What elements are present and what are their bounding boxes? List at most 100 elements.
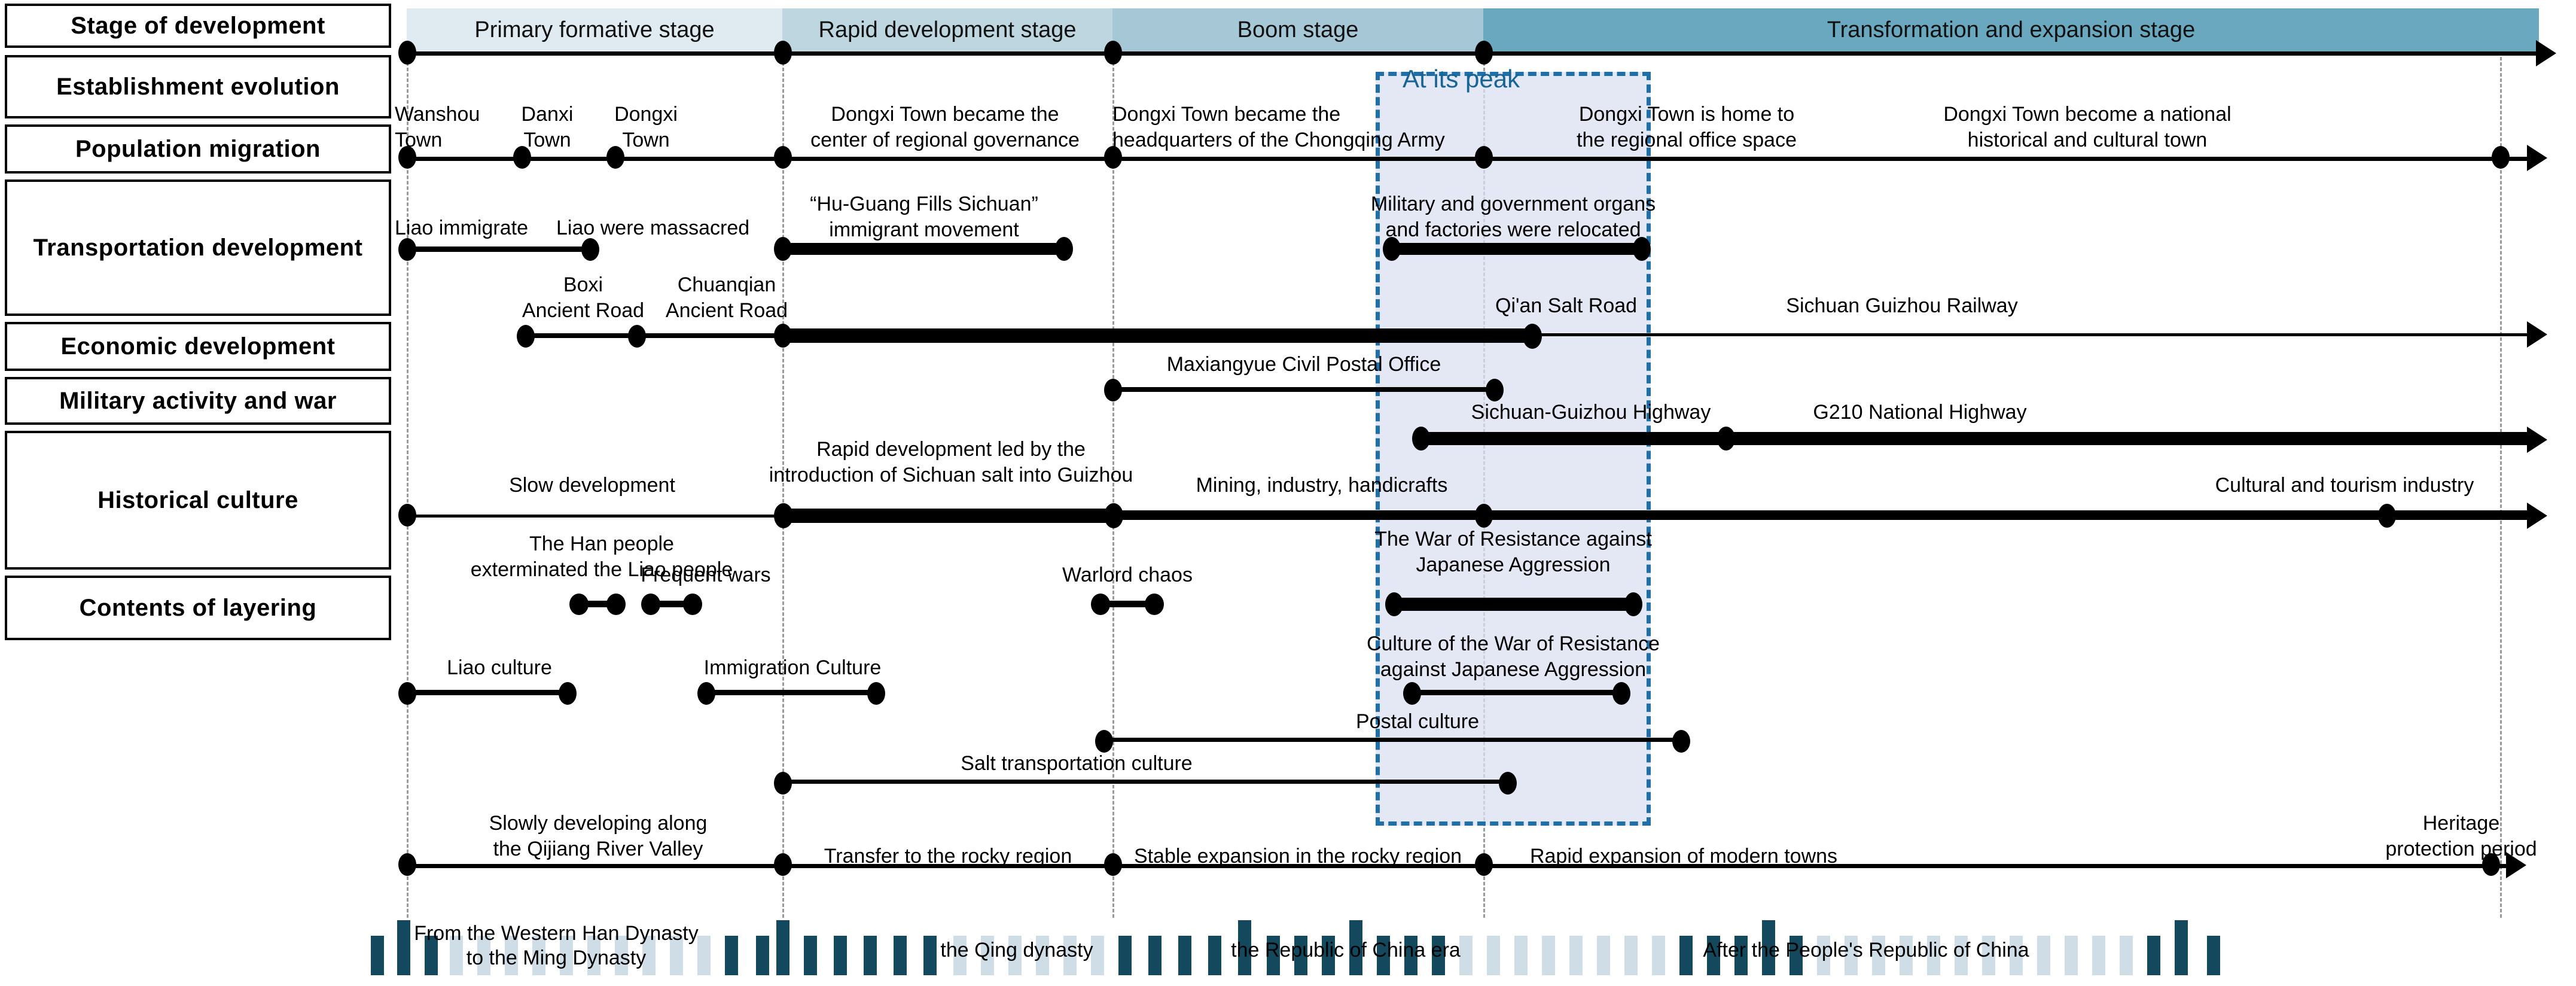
military-node[interactable]: [1385, 592, 1403, 616]
transport-segment-sichuan-guizhou-highway[interactable]: [1420, 432, 1727, 445]
era-bar: [1008, 936, 1022, 975]
culture-annotation-war-of-resistance-culture: Culture of the War of Resistance against…: [1366, 632, 1660, 681]
transport-node[interactable]: [1104, 379, 1122, 401]
migration-node[interactable]: [774, 237, 792, 261]
migration-node[interactable]: [1633, 237, 1651, 261]
transport-segment-g210-national-highway[interactable]: [1726, 432, 2533, 445]
culture-segment-salt-transportation-culture[interactable]: [782, 780, 1507, 784]
military-node[interactable]: [1624, 592, 1642, 616]
era-bar: [2037, 936, 2050, 975]
layering-node[interactable]: [1475, 853, 1493, 876]
stage-divider-0: [407, 8, 408, 918]
stage-band-transformation-expansion[interactable]: Transformation and expansion stage: [1483, 8, 2539, 51]
establishment-annotation-danxi-town: Danxi Town: [521, 103, 574, 151]
era-bar: [1900, 936, 1913, 975]
military-segment-frequent-wars[interactable]: [651, 601, 693, 607]
era-bar: [756, 936, 769, 975]
layering-node[interactable]: [398, 853, 416, 876]
culture-node[interactable]: [697, 682, 715, 705]
transport-node[interactable]: [1523, 324, 1542, 349]
era-bar: [1762, 920, 1775, 975]
culture-node[interactable]: [1672, 730, 1690, 753]
era-label-western-han-to-ming: From the Western Han Dynasty to the Ming…: [414, 922, 699, 969]
row-label-text: Transportation development: [33, 235, 363, 261]
culture-segment-liao-culture[interactable]: [407, 690, 568, 695]
military-node[interactable]: [606, 594, 626, 615]
era-bar: [1208, 936, 1221, 975]
row-label-transportation-development: Transportation development: [5, 179, 391, 316]
era-bar: [1238, 920, 1251, 975]
transport-annotation-g210-national-highway: G210 National Highway: [1813, 401, 2027, 424]
transport-segment-maxiangyue-postal[interactable]: [1112, 387, 1494, 392]
establishment-node[interactable]: [2492, 146, 2510, 169]
military-node[interactable]: [569, 594, 589, 615]
military-node[interactable]: [1145, 594, 1164, 615]
culture-node[interactable]: [1612, 682, 1630, 705]
economic-segment-rapid-salt[interactable]: [782, 509, 1112, 523]
transport-node[interactable]: [1412, 427, 1430, 451]
culture-segment-war-of-resistance-culture[interactable]: [1412, 690, 1621, 695]
culture-segment-postal-culture[interactable]: [1103, 738, 1681, 742]
military-segment-han-exterminated-liao[interactable]: [579, 601, 615, 607]
military-segment-war-of-resistance[interactable]: [1394, 598, 1633, 611]
military-node[interactable]: [683, 594, 702, 615]
culture-node[interactable]: [867, 682, 885, 705]
migration-annotation-huguang-fills-sichuan: “Hu-Guang Fills Sichuan” immigrant movem…: [810, 193, 1038, 241]
era-bar: [1349, 920, 1362, 975]
establishment-node[interactable]: [1475, 146, 1493, 169]
era-bar: [450, 936, 463, 975]
economic-node[interactable]: [774, 503, 793, 528]
layering-axis-line: [407, 864, 2515, 868]
era-bar: [725, 936, 738, 975]
military-segment-warlord-chaos[interactable]: [1100, 601, 1154, 607]
transport-segment-qian-salt-road[interactable]: [782, 328, 1531, 343]
economic-segment-boom-to-end[interactable]: [1112, 510, 2539, 520]
layering-node[interactable]: [1104, 853, 1122, 876]
transport-node[interactable]: [628, 325, 646, 348]
row-label-military-activity-and-war: Military activity and war: [5, 377, 391, 425]
transport-node[interactable]: [1486, 379, 1504, 401]
era-bar: [1432, 936, 1445, 975]
era-bar: [1734, 936, 1748, 975]
establishment-node[interactable]: [606, 146, 624, 169]
transport-node[interactable]: [517, 325, 535, 348]
culture-node[interactable]: [1403, 682, 1421, 705]
establishment-node[interactable]: [513, 146, 531, 169]
establishment-node[interactable]: [1104, 146, 1122, 169]
migration-node[interactable]: [1055, 237, 1073, 261]
migration-segment-huguang[interactable]: [782, 243, 1065, 255]
economic-node[interactable]: [398, 504, 416, 527]
era-bar: [1091, 936, 1104, 975]
layering-node[interactable]: [2482, 853, 2500, 876]
stage-band-boom[interactable]: Boom stage: [1112, 8, 1483, 51]
culture-node[interactable]: [774, 772, 792, 795]
migration-annotation-military-government-relocated: Military and government organs and facto…: [1370, 193, 1656, 241]
transport-annotation-sichuan-guizhou-highway: Sichuan-Guizhou Highway: [1471, 401, 1711, 424]
establishment-node[interactable]: [398, 146, 416, 169]
military-node[interactable]: [641, 594, 660, 615]
establishment-node[interactable]: [774, 146, 792, 169]
culture-node[interactable]: [1095, 730, 1113, 753]
migration-segment-relocation[interactable]: [1391, 243, 1642, 255]
military-node[interactable]: [1091, 594, 1110, 615]
culture-node[interactable]: [398, 682, 416, 705]
stage-divider-2: [1112, 8, 1114, 918]
stage-band-label: Rapid development stage: [818, 17, 1077, 42]
transport-node[interactable]: [774, 324, 792, 348]
migration-node[interactable]: [1383, 237, 1401, 261]
migration-node[interactable]: [398, 238, 416, 261]
migration-segment-liao[interactable]: [407, 246, 591, 252]
stage-band-primary-formative[interactable]: Primary formative stage: [407, 8, 782, 51]
culture-segment-immigration-culture[interactable]: [706, 690, 876, 695]
layering-annotation-heritage-protection-period: Heritage protection period: [2385, 812, 2537, 860]
era-barcode-strip: From the Western Han Dynasty to the Ming…: [371, 908, 2576, 986]
transport-axis-railway: [1531, 333, 2539, 336]
culture-node[interactable]: [1499, 772, 1517, 795]
culture-node[interactable]: [559, 682, 577, 705]
era-bar: [2092, 936, 2105, 975]
layering-node[interactable]: [774, 853, 792, 876]
migration-node[interactable]: [581, 238, 599, 261]
era-bar: [697, 936, 711, 975]
stage-band-rapid-development[interactable]: Rapid development stage: [782, 8, 1112, 51]
transport-segment-ancient-roads[interactable]: [525, 333, 782, 338]
